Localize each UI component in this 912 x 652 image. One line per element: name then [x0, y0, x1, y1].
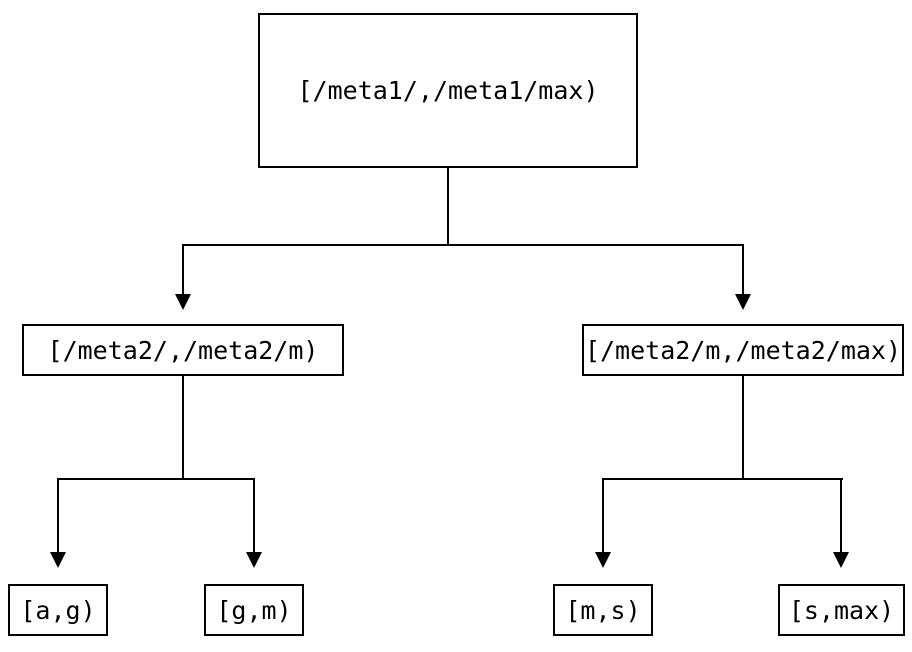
connector-to-meta2-right: [742, 246, 744, 294]
connector-to-leaf-ms: [602, 480, 604, 552]
tree-leaf-gm-label: [g,m): [216, 595, 292, 625]
arrow-down-icon: [735, 294, 751, 310]
tree-node-root: [/meta1/,/meta1/max): [258, 13, 638, 168]
connector-to-leaf-ag: [57, 480, 59, 552]
connector-root-stem: [447, 168, 449, 246]
connector-meta2-left-stem: [182, 376, 184, 480]
tree-node-root-label: [/meta1/,/meta1/max): [297, 76, 599, 105]
tree-node-meta2-right-label: [/meta2/m,/meta2/max): [584, 335, 902, 365]
connector-to-leaf-gm: [253, 480, 255, 552]
arrow-down-icon: [833, 552, 849, 568]
tree-leaf-gm: [g,m): [204, 584, 304, 636]
tree-leaf-ag: [a,g): [8, 584, 108, 636]
tree-leaf-smax-label: [s,max): [788, 595, 895, 625]
connector-meta2-right-stem: [742, 376, 744, 480]
tree-leaf-smax: [s,max): [778, 584, 905, 636]
tree-leaf-ag-label: [a,g): [20, 595, 96, 625]
connector-to-leaf-smax: [840, 480, 842, 552]
tree-node-meta2-left: [/meta2/,/meta2/m): [22, 324, 344, 376]
connector-right-crossbar: [602, 478, 843, 480]
arrow-down-icon: [246, 552, 262, 568]
tree-node-meta2-left-label: [/meta2/,/meta2/m): [47, 335, 319, 365]
connector-level1-crossbar: [182, 244, 744, 246]
arrow-down-icon: [50, 552, 66, 568]
tree-leaf-ms: [m,s): [553, 584, 653, 636]
tree-leaf-ms-label: [m,s): [565, 595, 641, 625]
connector-left-crossbar: [57, 478, 255, 480]
arrow-down-icon: [595, 552, 611, 568]
tree-node-meta2-right: [/meta2/m,/meta2/max): [582, 324, 904, 376]
connector-to-meta2-left: [182, 246, 184, 294]
arrow-down-icon: [175, 294, 191, 310]
